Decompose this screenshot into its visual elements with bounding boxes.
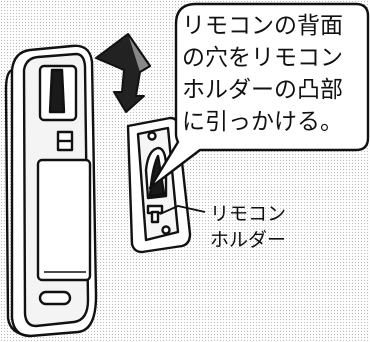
callout-text: リモコンの背面 の穴をリモコン ホルダーの凸部 に引っかける。 (182, 10, 368, 138)
holder-label-line: ホルダー (210, 229, 287, 251)
callout-line: の穴をリモコン (182, 45, 343, 71)
callout-line: リモコンの背面 (182, 13, 343, 39)
holder-label-line: リモコン (210, 203, 287, 225)
callout-line: ホルダーの凸部 (182, 77, 343, 103)
callout-bubble (148, 2, 370, 190)
remote-control-drawing (4, 44, 98, 338)
label-leader-line (159, 205, 206, 215)
holder-label: リモコン ホルダー (210, 201, 330, 253)
arrow-down-icon (95, 33, 151, 113)
callout-line: に引っかける。 (182, 109, 343, 135)
